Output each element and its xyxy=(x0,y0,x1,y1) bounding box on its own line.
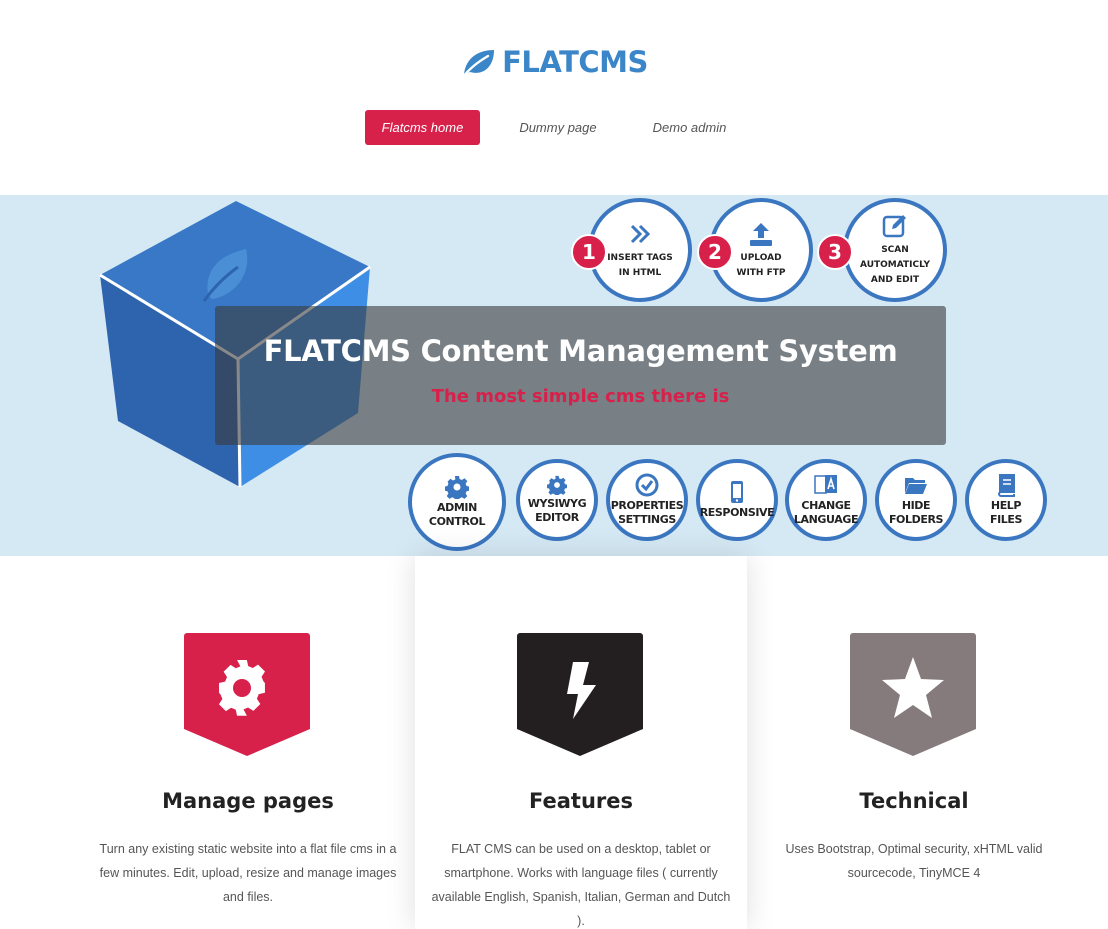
check-circle-icon xyxy=(635,473,659,497)
column-title: Technical xyxy=(859,789,969,813)
leaf-icon xyxy=(460,50,495,80)
feature-wysiwyg-editor: WYSIWYG EDITOR xyxy=(516,459,598,541)
feature-hide-folders: HIDE FOLDERS xyxy=(875,459,957,541)
step-number: 2 xyxy=(697,234,733,270)
feature-change-language: CHANGE LANGUAGE xyxy=(785,459,867,541)
hero-caption: FLATCMS Content Management System The mo… xyxy=(215,306,946,445)
step-number: 3 xyxy=(817,234,853,270)
hero-subtitle: The most simple cms there is xyxy=(431,386,730,407)
step-label-line2: IN HTML xyxy=(618,267,662,278)
step-label-line1: UPLOAD xyxy=(740,252,782,263)
brand-link[interactable]: FLATCMS xyxy=(460,44,648,80)
column-manage-pages: Manage pages Turn any existing static we… xyxy=(82,556,414,929)
column-title: Features xyxy=(529,789,633,813)
step-label-line1: SCAN AUTOMATICLY xyxy=(860,245,930,270)
feature-responsive: RESPONSIVE xyxy=(696,459,778,541)
book-icon xyxy=(998,474,1015,497)
step-scan-edit: SCAN AUTOMATICLY AND EDIT xyxy=(843,198,947,302)
feature-label-line1: HIDE xyxy=(901,499,931,512)
mobile-icon xyxy=(731,481,743,503)
edit-icon xyxy=(882,215,906,238)
lightning-icon xyxy=(567,662,596,719)
column-text: Turn any existing static website into a … xyxy=(99,842,397,904)
feature-label-line1: WYSIWYG xyxy=(527,497,587,510)
feature-label-line2: CONTROL xyxy=(428,515,486,528)
column-text: Uses Bootstrap, Optimal security, xHTML … xyxy=(785,842,1043,880)
feature-properties-settings: PROPERTIES SETTINGS xyxy=(606,459,688,541)
nav-item-flatcms-home[interactable]: Flatcms home xyxy=(364,110,481,145)
step-label-line2: WITH FTP xyxy=(736,267,786,278)
column-features: Features FLAT CMS can be used on a deskt… xyxy=(415,556,747,929)
feature-label-line2: SETTINGS xyxy=(618,513,676,526)
column-text: FLAT CMS can be used on a desktop, table… xyxy=(431,842,731,928)
step-label-line1: INSERT TAGS xyxy=(607,252,673,263)
folder-open-icon xyxy=(905,478,927,494)
upload-icon xyxy=(750,222,772,246)
feature-label-line2: FOLDERS xyxy=(888,513,944,526)
column-technical: Technical Uses Bootstrap, Optimal securi… xyxy=(748,556,1080,929)
main-nav: Flatcms home Dummy page Demo admin xyxy=(0,110,1108,145)
feature-label-line2: FILES xyxy=(989,513,1023,526)
feature-label-line2: EDITOR xyxy=(535,511,579,524)
gear-icon xyxy=(445,476,469,499)
leaf-icon xyxy=(202,249,248,302)
hero-title: FLATCMS Content Management System xyxy=(263,334,898,368)
feature-label-line2: RESPONSIVE xyxy=(699,506,775,519)
feature-label-line2: LANGUAGE xyxy=(793,513,859,526)
double-chevron-right-icon xyxy=(630,224,651,243)
nav-item-dummy-page[interactable]: Dummy page xyxy=(519,120,597,135)
gear-icon xyxy=(547,475,567,495)
brand-name: FLATCMS xyxy=(502,45,648,79)
star-icon xyxy=(882,657,944,718)
badge xyxy=(517,633,643,756)
nav-item-demo-admin[interactable]: Demo admin xyxy=(652,120,727,135)
feature-help-files: HELP FILES xyxy=(965,459,1047,541)
feature-label-line1: CHANGE xyxy=(801,499,851,512)
badge xyxy=(850,633,976,756)
feature-admin-control: ADMIN CONTROL xyxy=(408,453,506,551)
gear-icon xyxy=(218,660,266,716)
column-title: Manage pages xyxy=(162,789,334,813)
language-icon xyxy=(814,475,837,494)
step-label-line2: AND EDIT xyxy=(870,275,920,285)
site-header: FLATCMS xyxy=(0,44,1108,85)
feature-label-line1: HELP xyxy=(990,499,1022,512)
badge xyxy=(184,633,310,756)
hero-banner: INSERT TAGS IN HTML 1 UPLOAD WITH FTP 2 … xyxy=(0,195,1108,556)
step-number: 1 xyxy=(571,234,607,270)
feature-label-line1: PROPERTIES xyxy=(610,499,684,512)
feature-label-line1: ADMIN xyxy=(437,501,477,514)
